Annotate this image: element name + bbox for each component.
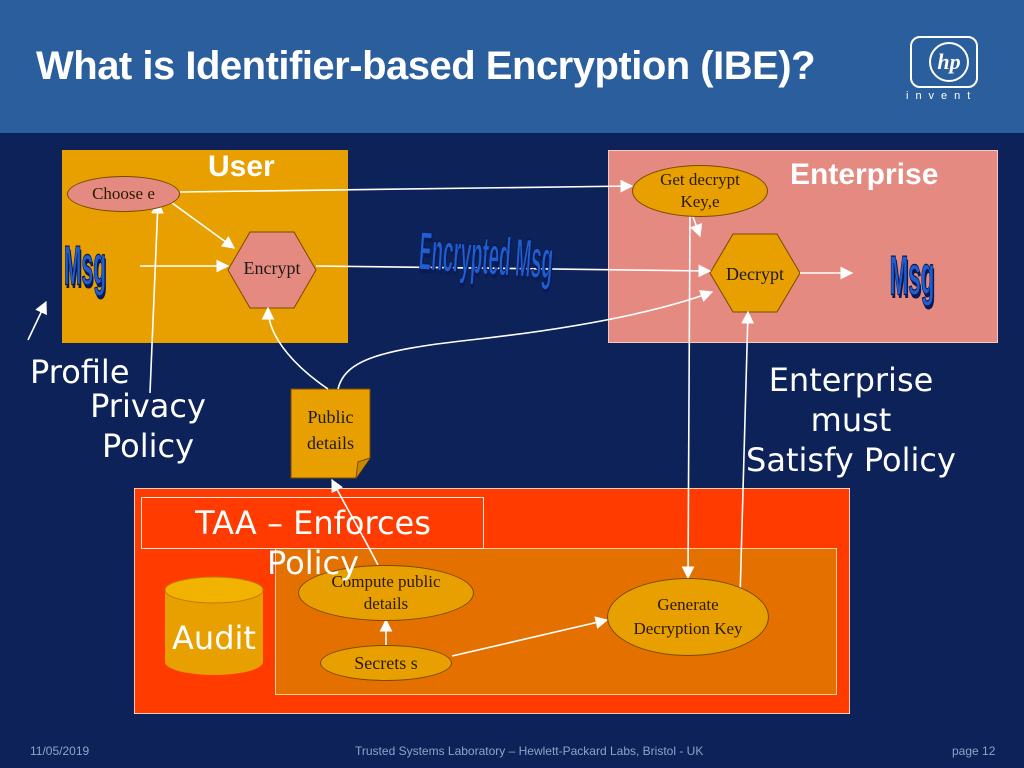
arrow-privacy-policy: [149, 200, 164, 394]
secrets-node: Secrets s: [320, 645, 452, 681]
audit-label: Audit: [172, 619, 256, 657]
svg-text:Msg: Msg: [890, 245, 935, 308]
arrow-choose-to-get-decrypt: [179, 179, 634, 193]
svg-text:Msg: Msg: [64, 234, 106, 296]
public-details-line2: details: [307, 433, 354, 453]
compute-label-line2: details: [363, 594, 409, 613]
arrow-generate-to-decrypt: [739, 310, 755, 599]
encrypt-label: Encrypt: [243, 258, 301, 278]
arrow-secrets-to-generate: [451, 616, 609, 657]
get-decrypt-label-line2: Key,e: [680, 192, 720, 211]
arrow-profile: [27, 300, 47, 341]
title-bar: [0, 0, 1024, 133]
footer-page-number: page 12: [952, 744, 996, 758]
arrow-public-to-encrypt: [261, 306, 329, 390]
svg-text:Msg: Msg: [65, 237, 107, 299]
decrypt-label: Decrypt: [726, 264, 784, 284]
secrets-label: Secrets s: [354, 652, 418, 673]
generate-label-line2: Decryption Key: [633, 619, 743, 638]
public-details-line1: Public: [307, 407, 354, 427]
enterprise-must-satisfy-label: Enterprise must Satisfy Policy: [728, 360, 974, 480]
privacy-policy-line2: Policy: [101, 427, 195, 465]
compute-label-line1: Compute public: [331, 572, 441, 591]
choose-e-label: Choose e: [92, 184, 155, 203]
slide-title: What is Identifier-based Encryption (IBE…: [36, 44, 816, 88]
arrow-get-decrypt-to-decrypt: [690, 213, 703, 238]
encrypt-hexagon: [227, 231, 317, 309]
profile-label: Profile: [30, 353, 130, 391]
hp-logo-tagline: invent: [906, 90, 978, 102]
privacy-policy-line1: Privacy: [90, 387, 206, 425]
enterprise-must-line2: Satisfy Policy: [746, 441, 956, 479]
arrow-get-decrypt-to-generate: [681, 213, 695, 580]
arrow-encrypt-to-decrypt: [315, 264, 712, 278]
msg-wordart-left: Msg Msg: [64, 234, 108, 300]
choose-e-node: Choose e: [67, 176, 180, 212]
get-decrypt-label-line1: Get decrypt: [660, 170, 740, 189]
svg-text:Encrypted Msg: Encrypted Msg: [418, 223, 556, 294]
svg-text:Msg: Msg: [891, 248, 936, 311]
audit-cylinder: [164, 576, 264, 675]
generate-label-line1: Generate: [657, 595, 719, 614]
hp-logo-mark: hp: [929, 42, 969, 82]
taa-label-box: [141, 497, 484, 549]
compute-public-details-node: Compute public details: [298, 565, 474, 621]
enterprise-panel-title: Enterprise: [790, 158, 939, 191]
user-panel-title: User: [208, 150, 275, 183]
arrow-public-to-decrypt: [337, 290, 714, 390]
taa-title: TAA – Enforces Policy: [195, 504, 431, 582]
enterprise-must-line1: Enterprise must: [768, 361, 934, 439]
hp-logo: hp: [910, 36, 978, 88]
public-details-label: Public details: [291, 404, 370, 456]
footer-credit: Trusted Systems Laboratory – Hewlett-Pac…: [355, 744, 704, 758]
get-decrypt-key-node: Get decrypt Key,e: [632, 165, 768, 217]
arrow-choose-to-encrypt: [167, 199, 236, 249]
msg-wordart-right: Msg Msg: [889, 244, 936, 311]
privacy-policy-label: Privacy Policy: [88, 386, 208, 466]
generate-decryption-key-node: Generate Decryption Key: [607, 578, 769, 656]
encrypted-msg-wordart: Encrypted Msg Encrypted Msg: [417, 220, 556, 294]
arrow-compute-to-public: [331, 478, 379, 566]
svg-text:Encrypted Msg: Encrypted Msg: [417, 220, 555, 291]
footer-date: 11/05/2019: [30, 744, 90, 758]
